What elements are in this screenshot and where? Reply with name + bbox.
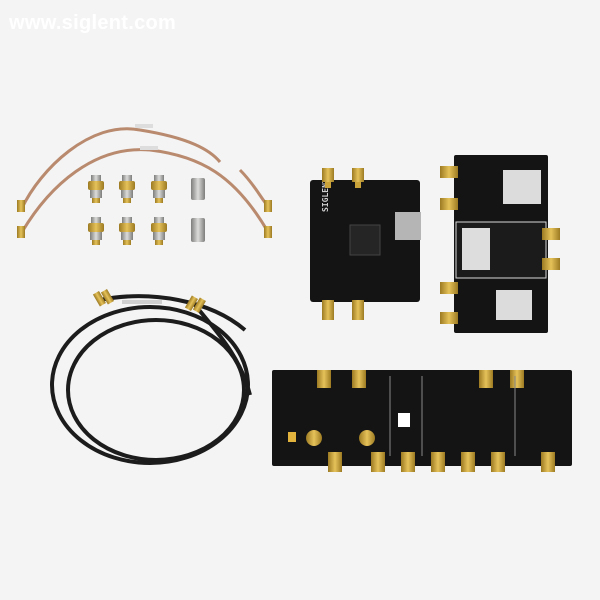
copper-cable-icon <box>17 124 272 238</box>
bnc-adapter-icon <box>88 175 167 245</box>
coax-cable-icon <box>50 294 252 465</box>
sma-adapter-icon <box>191 178 205 242</box>
siglent-watermark: www.siglent.com <box>9 12 177 34</box>
board-brand: SIGLENT <box>321 178 330 212</box>
filter-amplifier-board <box>272 370 572 472</box>
main-demo-board: SIGLENT <box>310 168 421 320</box>
cal-board <box>440 155 560 333</box>
